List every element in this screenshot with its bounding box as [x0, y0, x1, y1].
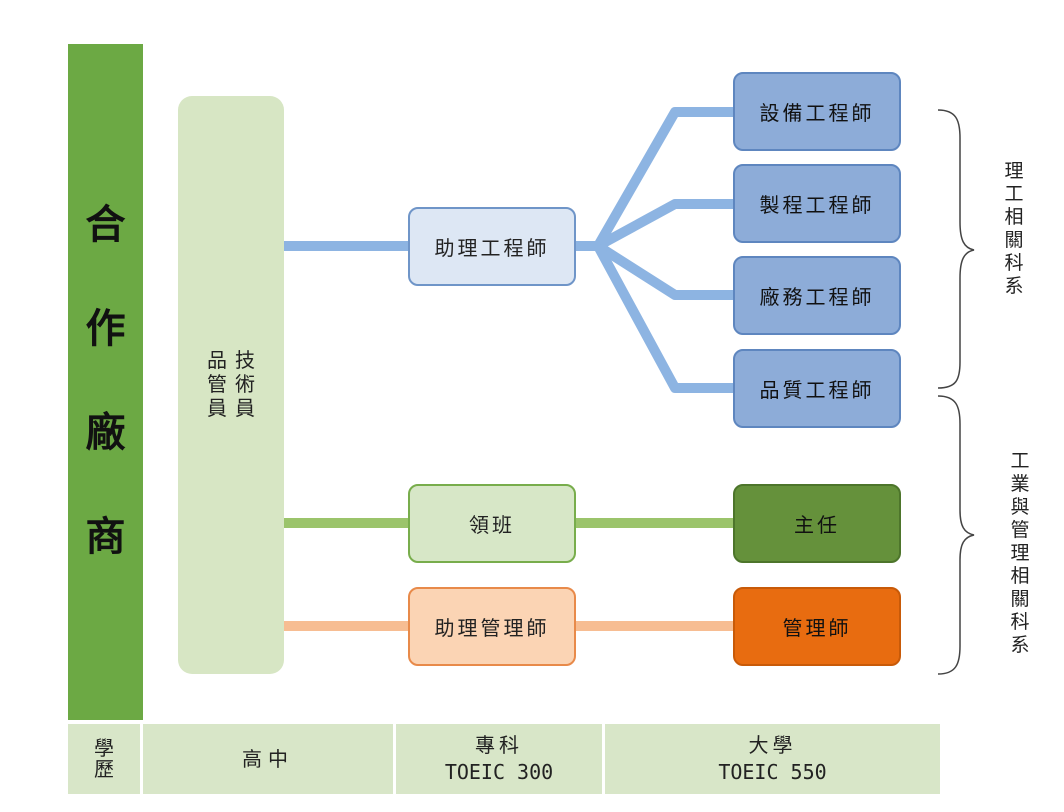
brace-char: 與 — [1010, 496, 1030, 518]
brace-science — [937, 109, 975, 389]
entry-char: 員 — [207, 396, 227, 420]
partner-char: 合 — [85, 201, 126, 248]
line-to-equipment-engineer — [593, 107, 734, 249]
entry-char: 員 — [235, 396, 255, 420]
line-to-plant-engineer — [595, 241, 734, 300]
entry-char: 品 — [207, 348, 227, 372]
education-university: 大學 TOEIC 550 — [605, 724, 940, 794]
junior-college-toeic: TOEIC 300 — [444, 760, 554, 784]
entry-roles-box — [178, 96, 284, 674]
node-quality-engineer: 品質工程師 — [733, 349, 901, 428]
brace-char: 相 — [1004, 206, 1024, 228]
entry-char: 技 — [235, 348, 255, 372]
brace-char: 相 — [1010, 565, 1030, 587]
table-divider — [602, 724, 605, 794]
junior-college-label: 專科 — [475, 733, 523, 757]
brace-char: 系 — [1010, 634, 1030, 656]
entry-char: 管 — [207, 372, 227, 396]
node-equipment-engineer: 設備工程師 — [733, 72, 901, 151]
brace-char: 業 — [1010, 473, 1030, 495]
university-toeic: TOEIC 550 — [718, 760, 827, 784]
brace-char: 工 — [1004, 183, 1024, 205]
node-plant-engineer: 廠務工程師 — [733, 256, 901, 335]
header-char: 學 — [94, 736, 114, 760]
education-highschool: 高中 — [143, 724, 393, 794]
university-label: 大學 — [748, 733, 797, 757]
node-assistant-engineer: 助理工程師 — [408, 207, 576, 286]
brace-char: 工 — [1010, 450, 1030, 472]
brace-char: 理 — [1004, 160, 1024, 182]
brace-industrial — [937, 395, 975, 675]
entry-char: 術 — [235, 372, 255, 396]
node-supervisor: 主任 — [733, 484, 901, 563]
partner-char: 廠 — [85, 409, 126, 456]
partner-char: 商 — [85, 513, 126, 560]
entry-role-qc-staff: 品 管 員 — [204, 350, 230, 422]
brace-label-industrial-management: 工 業 與 管 理 相 關 科 系 — [1007, 452, 1033, 659]
table-divider — [140, 724, 143, 794]
partner-label: 合 作 廠 商 — [68, 205, 143, 621]
brace-char: 系 — [1004, 275, 1024, 297]
partner-char: 作 — [85, 305, 126, 352]
education-header: 學 歷 — [68, 724, 140, 794]
node-process-engineer: 製程工程師 — [733, 164, 901, 243]
line-to-process-engineer — [595, 199, 734, 251]
header-char: 歷 — [94, 757, 114, 781]
brace-char: 理 — [1010, 542, 1030, 564]
table-divider — [393, 724, 396, 794]
node-assistant-manager: 助理管理師 — [408, 587, 576, 666]
brace-char: 科 — [1010, 611, 1030, 633]
brace-char: 關 — [1010, 588, 1030, 610]
brace-char: 管 — [1010, 519, 1030, 541]
education-junior-college: 專科 TOEIC 300 — [396, 724, 602, 794]
line-to-quality-engineer — [593, 243, 734, 393]
node-team-leader: 領班 — [408, 484, 576, 563]
node-manager: 管理師 — [733, 587, 901, 666]
brace-char: 科 — [1004, 252, 1024, 274]
brace-char: 關 — [1004, 229, 1024, 251]
partner-bar — [68, 44, 143, 720]
education-table — [68, 724, 940, 794]
entry-role-technician: 技 術 員 — [232, 350, 258, 422]
highschool-label: 高中 — [242, 746, 294, 771]
brace-label-science-engineering: 理 工 相 關 科 系 — [1001, 162, 1027, 300]
